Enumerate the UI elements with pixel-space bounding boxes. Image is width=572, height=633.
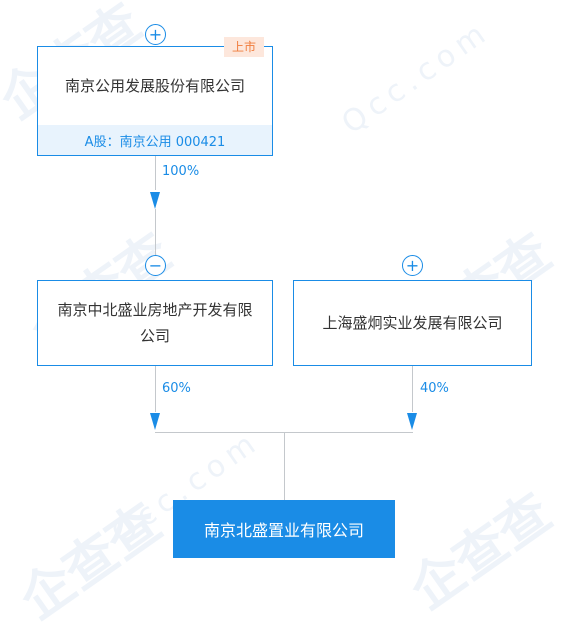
edge-shareholder-2-line xyxy=(412,366,413,412)
watermark-domain-1: Qcc.com xyxy=(335,13,497,142)
edge-shareholder-1-line xyxy=(155,366,156,412)
edge-shareholder-2-arrow-icon xyxy=(407,413,417,430)
edge-top-percent: 100% xyxy=(162,164,200,179)
watermark-brand-4: 企查查 xyxy=(10,492,173,632)
edge-top-line xyxy=(155,156,156,190)
edge-top-continuation-line xyxy=(155,209,156,255)
edge-shareholder-2-percent: 40% xyxy=(420,381,449,396)
edge-shareholder-1-arrow-icon xyxy=(150,413,160,430)
shareholder-2-node[interactable]: 上海盛炯实业发展有限公司 xyxy=(293,280,532,366)
merge-to-target-line xyxy=(284,432,285,500)
top-company-name: 南京公用发展股份有限公司 xyxy=(64,77,245,95)
collapse-shareholder-1-toggle-icon[interactable]: − xyxy=(145,255,166,276)
expand-top-toggle-icon[interactable]: + xyxy=(145,24,166,45)
shareholder-1-node[interactable]: 南京中北盛业房地产开发有限公司 xyxy=(37,280,273,366)
target-company-node[interactable]: 南京北盛置业有限公司 xyxy=(173,500,395,558)
expand-shareholder-2-toggle-icon[interactable]: + xyxy=(402,255,423,276)
top-company-node[interactable]: 上市 南京公用发展股份有限公司 A股：南京公用 000421 xyxy=(37,37,273,156)
edge-top-arrow-icon xyxy=(150,192,160,209)
stock-info: A股：南京公用 000421 xyxy=(38,125,272,155)
watermark-brand-5: 企查查 xyxy=(400,482,563,622)
shareholder-2-name: 上海盛炯实业发展有限公司 xyxy=(322,314,503,332)
edge-shareholder-1-percent: 60% xyxy=(162,381,191,396)
shareholder-1-name: 南京中北盛业房地产开发有限公司 xyxy=(57,301,253,345)
listed-badge: 上市 xyxy=(223,37,264,57)
